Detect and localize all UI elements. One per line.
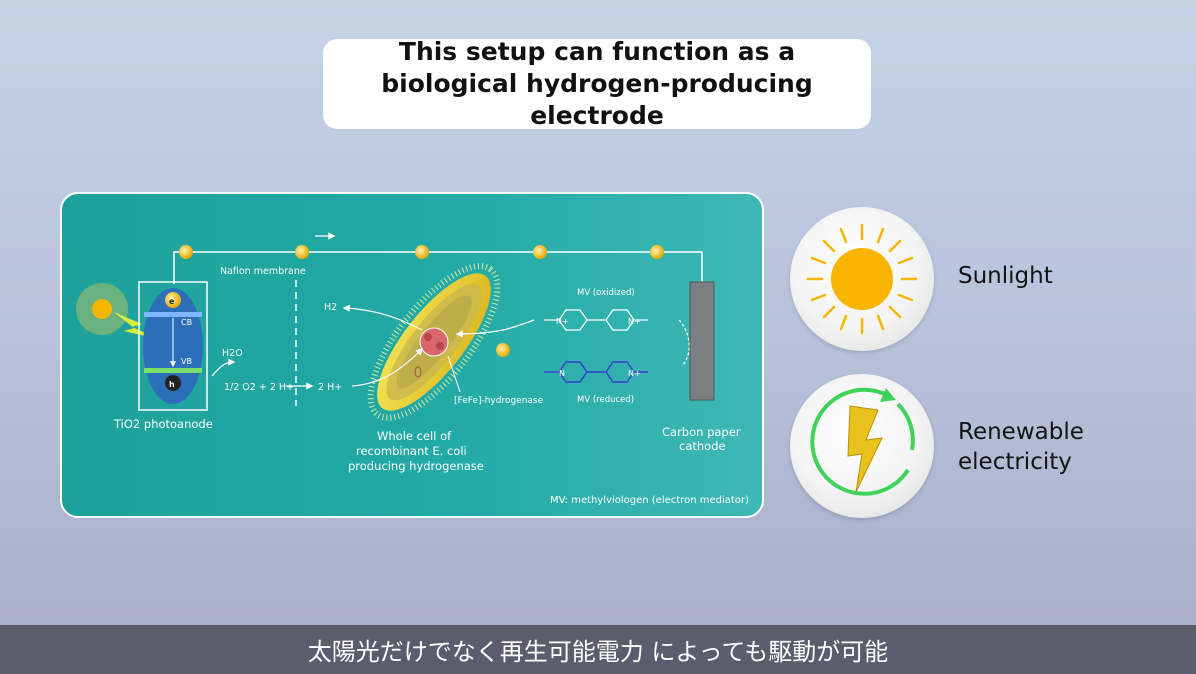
cell-label-line3: producing hydrogenase [348, 459, 484, 473]
vb-label: VB [181, 357, 192, 366]
sun-icon [806, 223, 918, 335]
mv-reduced-label: MV (reduced) [577, 395, 634, 405]
nafion-label: Nafion membrane [220, 266, 306, 277]
svg-text:h: h [169, 380, 175, 389]
subtitle-bar: 太陽光だけでなく再生可能電力 によっても駆動が可能 [0, 625, 1196, 674]
svg-text:N: N [559, 369, 565, 378]
oxygen-reaction: 1/2 O2 + 2 H+ [224, 382, 294, 393]
proton-label: 2 H+ [318, 382, 342, 393]
circuit-wire [173, 251, 703, 284]
mv-oxidized-label: MV (oxidized) [577, 288, 635, 298]
sunlight-label: Sunlight [958, 263, 1053, 289]
h2-label: H2 [324, 302, 337, 313]
photoanode-box [138, 281, 208, 411]
subtitle-text: 太陽光だけでなく再生可能電力 によっても駆動が可能 [307, 638, 889, 666]
cell-label-line2: recombinant E. coli [356, 444, 467, 458]
svg-text:N+: N+ [628, 369, 641, 378]
slide-title: This setup can function as a biological … [381, 37, 813, 130]
cathode-label-line2: cathode [679, 439, 726, 453]
diagram-svg: Nafion membrane e h CB VB H2O 1/2 O2 + 2… [76, 232, 749, 506]
hydrogenase-label: [FeFe]-hydrogenase [454, 396, 544, 406]
mv-oxidized-structure [544, 309, 648, 331]
cell-label-line1: Whole cell of [377, 429, 452, 443]
cb-label: CB [181, 318, 192, 327]
renewable-label-line1: Renewable [958, 419, 1084, 445]
svg-text:e: e [169, 297, 175, 306]
footnote: MV: methylviologen (electron mediator) [550, 495, 749, 506]
small-sun [92, 299, 112, 319]
light-bolt [114, 312, 162, 340]
sunlight-icon-circle [790, 207, 934, 351]
renewable-icon-circle [790, 374, 934, 518]
svg-text:N+: N+ [628, 317, 641, 326]
cathode-label-line1: Carbon paper [662, 425, 741, 439]
title-box: This setup can function as a biological … [323, 37, 871, 130]
vb-band [144, 368, 202, 373]
h2o-label: H2O [222, 348, 243, 359]
wire-electron [179, 245, 664, 259]
renewable-label-line2: electricity [958, 449, 1072, 475]
mv-reduced-structure [544, 361, 648, 383]
svg-text:N+: N+ [556, 317, 569, 326]
cb-band [144, 312, 202, 317]
carbon-paper-cathode [689, 281, 715, 401]
renewable-electricity-icon [810, 387, 915, 496]
diagram-panel: Nafion membrane e h CB VB H2O 1/2 O2 + 2… [60, 192, 764, 518]
photoanode-label: TiO2 photoanode [113, 417, 213, 431]
hydrogenase-cluster [419, 327, 449, 357]
